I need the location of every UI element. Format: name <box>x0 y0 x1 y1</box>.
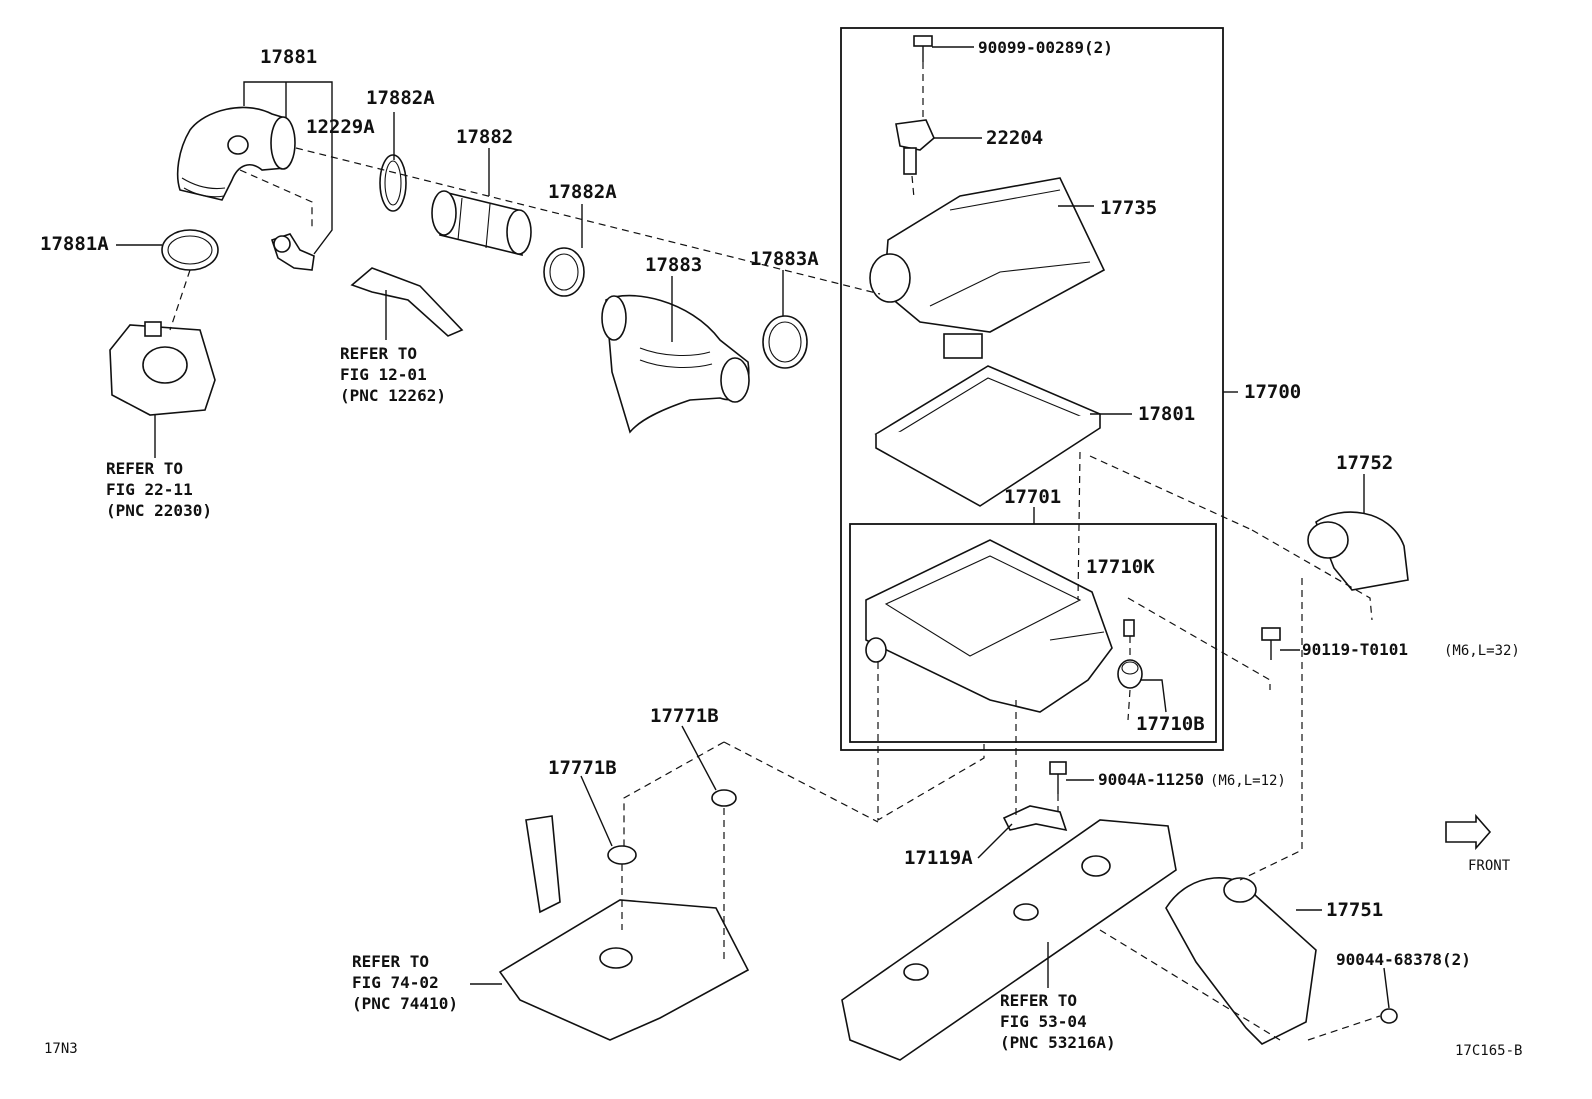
part-17752-duct[interactable] <box>1307 511 1409 591</box>
part-17883-resonator[interactable] <box>601 294 750 434</box>
corner-code-right: 17C165-B <box>1455 1043 1522 1059</box>
label-front: FRONT <box>1468 858 1511 874</box>
part-17882-hose[interactable] <box>431 190 532 257</box>
part-90099-screw[interactable] <box>913 35 933 62</box>
label-9004A: 9004A-11250 <box>1098 770 1204 789</box>
label-17119A: 17119A <box>904 847 973 869</box>
svg-text:(PNC 22030): (PNC 22030) <box>106 501 212 520</box>
label-17751: 17751 <box>1326 899 1383 921</box>
battery-tray-ref <box>498 815 750 1041</box>
part-17771B-grommet-1[interactable] <box>607 845 637 865</box>
part-17119A-bracket[interactable] <box>1002 805 1068 832</box>
ref-note-74410: REFER TO FIG 74-02 (PNC 74410) <box>352 952 458 1013</box>
part-22204-sensor[interactable] <box>895 119 935 175</box>
ref-note-22030: REFER TO FIG 22-11 (PNC 22030) <box>106 459 212 520</box>
label-17882: 17882 <box>456 126 513 148</box>
label-17771B-2: 17771B <box>548 757 617 779</box>
part-17701-case[interactable] <box>865 539 1113 713</box>
label-17701: 17701 <box>1004 486 1061 508</box>
part-90119-bolt[interactable] <box>1261 627 1281 660</box>
corner-code-left: 17N3 <box>44 1041 78 1057</box>
label-90044: 90044-68378(2) <box>1336 950 1471 969</box>
part-12229A-plug[interactable] <box>270 233 315 271</box>
label-17882A-2: 17882A <box>548 181 617 203</box>
svg-text:REFER TO: REFER TO <box>106 459 183 478</box>
label-17883: 17883 <box>645 254 702 276</box>
assembly-frame-17701 <box>849 523 1217 743</box>
svg-text:(PNC 12262): (PNC 12262) <box>340 386 446 405</box>
svg-text:FIG 22-11: FIG 22-11 <box>106 480 193 499</box>
front-arrow-icon <box>1445 813 1492 851</box>
label-17710B: 17710B <box>1136 713 1205 735</box>
label-12229A: 12229A <box>306 116 375 138</box>
label-17881A: 17881A <box>40 233 109 255</box>
part-17883A-clamp[interactable] <box>762 315 808 369</box>
svg-text:REFER TO: REFER TO <box>352 952 429 971</box>
part-17735-cap[interactable] <box>869 177 1106 359</box>
part-17710B-grommet[interactable] <box>1117 659 1143 689</box>
part-17881-hose[interactable] <box>176 106 296 201</box>
label-90119-spec: (M6,L=32) <box>1444 643 1520 659</box>
label-90099: 90099-00289(2) <box>978 38 1113 57</box>
label-17881: 17881 <box>260 46 317 68</box>
svg-text:(PNC 53216A): (PNC 53216A) <box>1000 1033 1116 1052</box>
svg-text:FIG 12-01: FIG 12-01 <box>340 365 427 384</box>
label-22204: 22204 <box>986 127 1043 149</box>
label-9004A-spec: (M6,L=12) <box>1210 773 1286 789</box>
ref-note-12262: REFER TO FIG 12-01 (PNC 12262) <box>340 344 446 405</box>
svg-text:FIG 53-04: FIG 53-04 <box>1000 1012 1087 1031</box>
part-17771B-grommet-2[interactable] <box>711 789 737 807</box>
label-17700: 17700 <box>1244 381 1301 403</box>
label-17801: 17801 <box>1138 403 1195 425</box>
label-17883A: 17883A <box>750 248 819 270</box>
label-17735: 17735 <box>1100 197 1157 219</box>
svg-text:REFER TO: REFER TO <box>1000 991 1077 1010</box>
ref-note-53216A: REFER TO FIG 53-04 (PNC 53216A) <box>1000 991 1116 1052</box>
part-9004A-bolt[interactable] <box>1049 761 1067 794</box>
svg-text:(PNC 74410): (PNC 74410) <box>352 994 458 1013</box>
label-90119: 90119-T0101 <box>1302 640 1408 659</box>
svg-text:FIG 74-02: FIG 74-02 <box>352 973 439 992</box>
assembly-frame-17700 <box>840 27 1224 751</box>
hose-ref-12262 <box>350 267 464 337</box>
svg-text:REFER TO: REFER TO <box>340 344 417 363</box>
part-90044-clip[interactable] <box>1380 1008 1398 1024</box>
part-17882A-clamp-1[interactable] <box>379 154 407 212</box>
part-17710K-plug[interactable] <box>1123 619 1135 637</box>
radiator-support-ref <box>841 819 1177 1061</box>
label-17771B-1: 17771B <box>650 705 719 727</box>
part-17801-filter[interactable] <box>874 365 1102 507</box>
label-17752: 17752 <box>1336 452 1393 474</box>
label-17710K: 17710K <box>1086 556 1155 578</box>
part-17751-inlet[interactable] <box>1165 877 1317 1045</box>
label-17882A-1: 17882A <box>366 87 435 109</box>
throttle-body-ref <box>109 321 216 416</box>
